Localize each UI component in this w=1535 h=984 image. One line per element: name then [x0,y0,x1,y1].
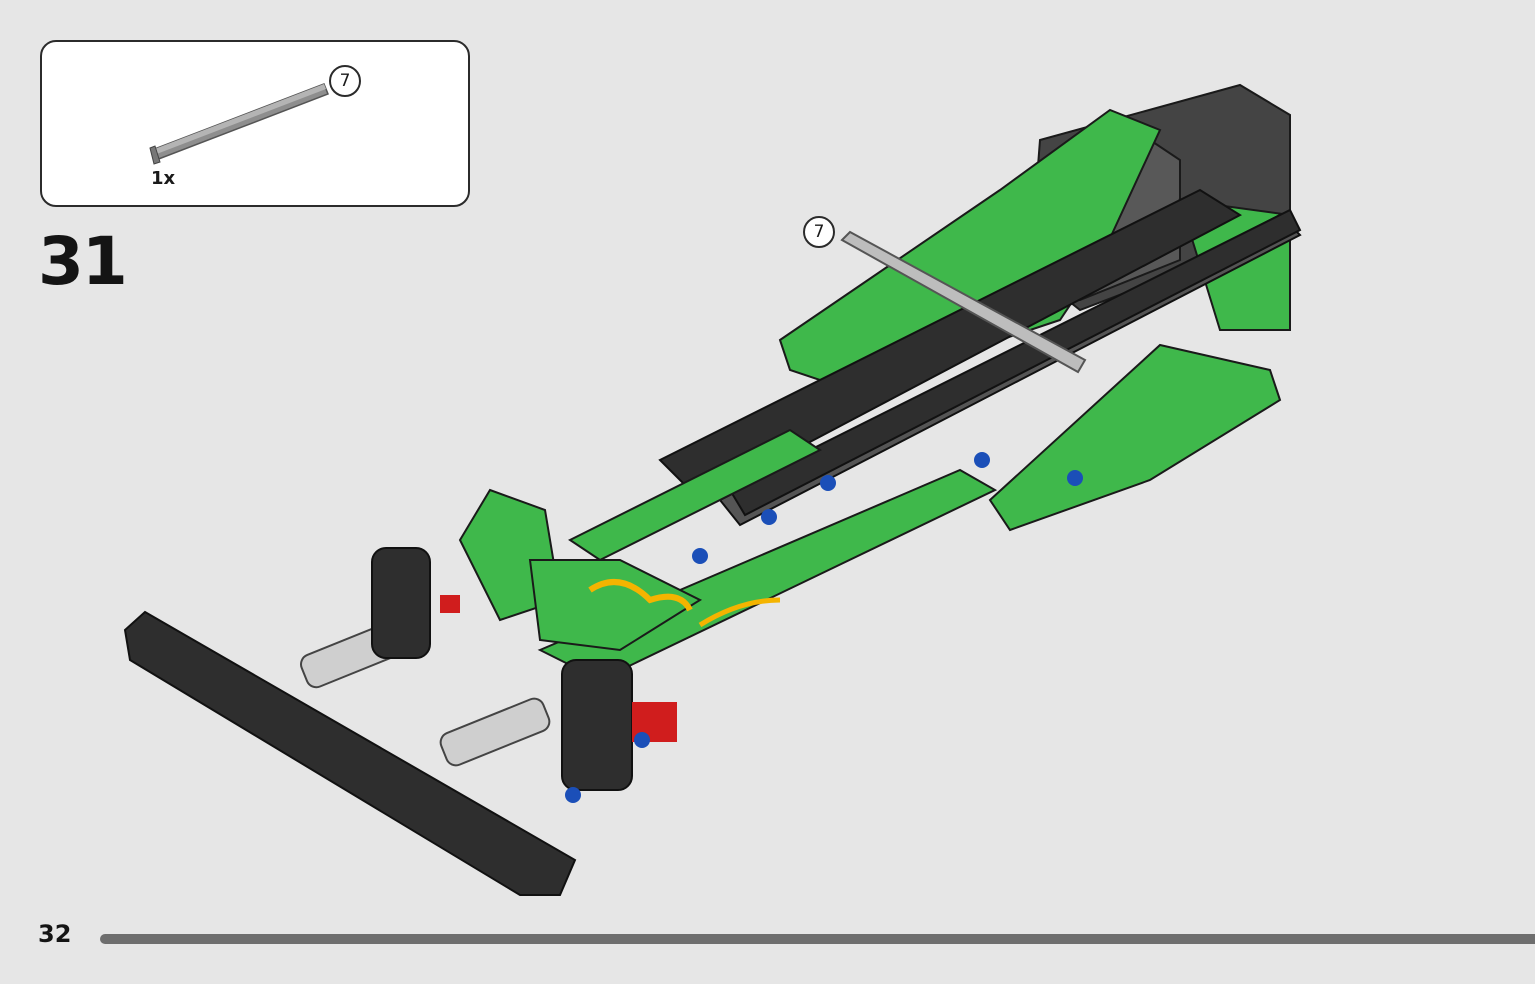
part-quantity: 1x [151,168,176,189]
red-connectors [440,595,677,742]
axle-part-image [149,83,329,165]
main-beams [658,188,1302,527]
progress-bar [100,934,1535,944]
parts-list-box: 7 1x [40,40,470,207]
new-axle [840,230,1087,374]
axle-length-label: 7 [339,71,351,91]
step-number: 31 [38,223,128,300]
assembly-illustration [123,83,1302,896]
page-number: 32 [38,920,72,948]
decorated-panels [458,488,781,652]
blue-pins [565,452,1083,803]
front-bumper-beam [123,610,577,896]
front-green-panel [988,343,1282,532]
upright-beams [371,547,633,791]
step-axle-callout: 7 [803,216,835,248]
step-axle-callout-label: 7 [813,222,825,242]
axle-length-callout: 7 [329,65,361,97]
